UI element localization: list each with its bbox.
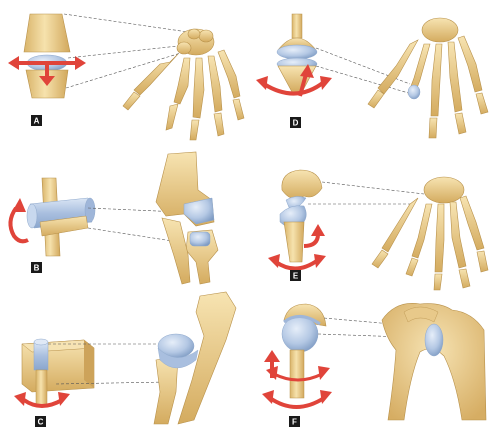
plane-joint-upper-bone (23, 13, 71, 53)
humerus-shaft-f (289, 349, 305, 399)
panel-label-e: E (293, 272, 299, 281)
panel-label-f: F (292, 418, 297, 427)
panel-d: D (256, 13, 489, 139)
shoulder-bones (381, 303, 487, 421)
panel-label-a-box (31, 115, 42, 126)
hand-bones-e (371, 176, 489, 291)
panel-label-f-box (289, 416, 300, 427)
panel-a: A (8, 13, 245, 141)
panel-label-e-box (290, 270, 301, 281)
motion-arrows (256, 64, 332, 97)
hinge-joint-cylinder (26, 197, 96, 237)
condylar-upper-shaft (291, 13, 303, 39)
ball-socket-cartilage-rim (283, 315, 321, 326)
leader-lines (63, 13, 189, 89)
condylar-joint-highlight (407, 84, 421, 100)
panel-label-c-box (35, 416, 46, 427)
leader-lines (315, 47, 413, 95)
forearm-bones (153, 291, 237, 425)
motion-arrows (268, 224, 326, 271)
panel-label-c: C (38, 418, 44, 427)
leader-lines (308, 181, 425, 205)
panel-e: E (268, 169, 489, 291)
panel-label-d: D (293, 119, 299, 128)
panel-label-b-box (31, 262, 42, 273)
shoulder-joint-cartilage (424, 323, 444, 357)
hand-bones-d (367, 17, 489, 139)
leader-lines (48, 343, 172, 385)
annular-ligament (157, 347, 199, 369)
rotation-arrows (14, 392, 70, 408)
motion-arrows (262, 350, 332, 409)
pivot-joint-post (33, 338, 49, 407)
panel-b: B (8, 151, 219, 285)
panel-f: F (262, 303, 487, 427)
rotation-arrow (8, 198, 29, 244)
saddle-upper-bone (281, 169, 323, 200)
saddle-lower-bone (283, 221, 305, 263)
condylar-upper-cartilage (276, 44, 318, 60)
panel-label-b: B (34, 264, 40, 273)
panel-label-a: A (34, 117, 40, 126)
hand-bones-a (122, 28, 245, 141)
motion-arrows (8, 56, 86, 86)
elbow-cartilage (183, 197, 215, 225)
panel-label-d-box (290, 117, 301, 128)
panel-c: C (14, 291, 237, 427)
radius-head-cartilage (189, 231, 211, 247)
